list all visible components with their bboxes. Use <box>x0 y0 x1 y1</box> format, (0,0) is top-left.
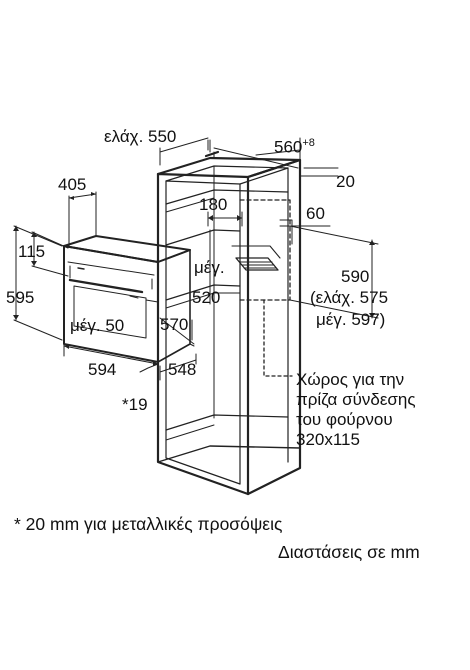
dim-548: 548 <box>168 360 197 379</box>
dimension-arrows <box>13 192 375 366</box>
dim-min-550: ελάχ. 550 <box>104 127 177 146</box>
dim-180: 180 <box>199 195 228 214</box>
dim-60: 60 <box>306 204 325 223</box>
dim-405: 405 <box>58 175 87 194</box>
dim-star-19: *19 <box>122 395 148 414</box>
dim-560-base: 560 <box>274 137 303 157</box>
dim-594: 594 <box>88 360 117 379</box>
cabinet <box>156 150 302 496</box>
dim-max-520-line1: μέγ. <box>194 258 225 277</box>
socket-note-line3: του φούρνου <box>296 410 393 429</box>
units-note: Διαστάσεις σε mm <box>278 542 420 562</box>
dim-20: 20 <box>336 172 355 191</box>
dim-115: 115 <box>18 242 46 261</box>
dim-560-tolerance: +8 <box>302 137 315 149</box>
socket-note-line2: πρίζα σύνδεσης <box>296 390 416 409</box>
socket-area <box>231 199 293 377</box>
socket-note-line1: Χώρος για την <box>296 370 405 389</box>
dim-595: 595 <box>6 288 35 307</box>
dim-590: 590 <box>341 267 370 286</box>
dim-560-plus-8: 560+8 <box>274 134 315 157</box>
dim-570: 570 <box>160 315 189 334</box>
dim-max-50: μέγ. 50 <box>70 316 125 335</box>
socket-note-line4: 320x115 <box>296 430 360 449</box>
footnote-metal-fronts: * 20 mm για μεταλλικές προσόψεις <box>14 514 283 534</box>
socket-area-note: Χώρος για την πρίζα σύνδεσης του φούρνου… <box>296 370 416 450</box>
dim-max-597: μέγ. 597) <box>316 310 386 329</box>
dim-min-575: (ελάχ. 575 <box>310 288 389 307</box>
dim-max-520-line2: 520 <box>192 288 221 307</box>
